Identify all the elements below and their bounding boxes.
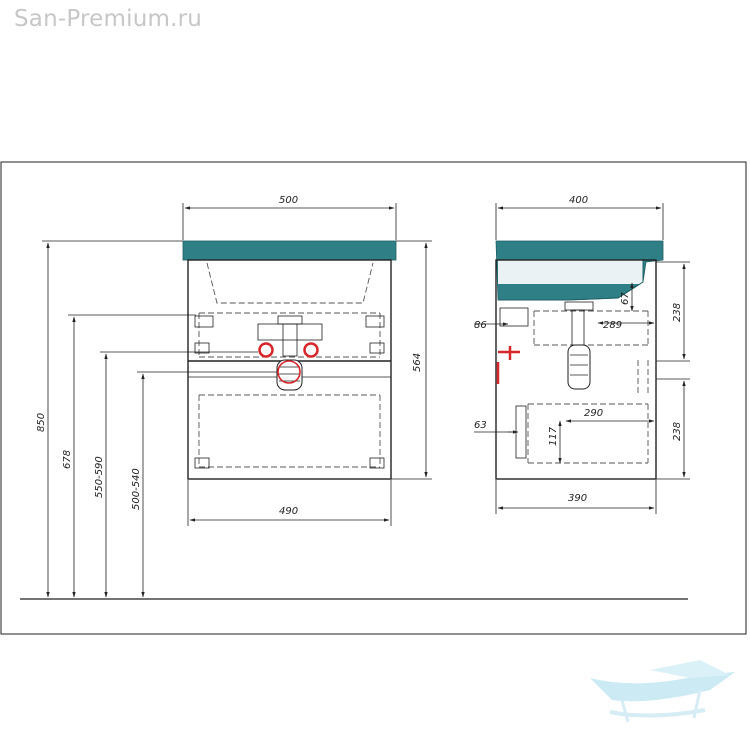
dim-side-67: 67 [620, 292, 631, 305]
dim-side-238-top: 238 [672, 303, 683, 322]
front-view: 500 490 564 850 678 550-590 500-540 [36, 195, 432, 598]
dim-side-63: 63 [474, 420, 487, 431]
dim-side-290: 290 [584, 408, 603, 419]
front-valve-left [258, 342, 274, 358]
dim-height-total: 850 [36, 413, 47, 432]
dim-side-86: 86 [474, 320, 487, 331]
dim-height-500-540: 500-540 [131, 468, 142, 510]
dim-side-depth-top: 400 [569, 195, 588, 206]
front-cabinet-body [187, 259, 392, 480]
dim-height-550-590: 550-590 [94, 456, 105, 498]
front-trap [276, 359, 303, 391]
dim-side-289: 289 [603, 320, 622, 331]
brand-logo [590, 660, 735, 723]
dim-side-238-bottom: 238 [672, 422, 683, 441]
dim-cabinet-height: 564 [412, 353, 423, 372]
dim-front-width-bottom: 490 [279, 506, 298, 517]
side-cabinet-body [495, 259, 657, 480]
side-valve [496, 346, 520, 384]
front-valve-right [303, 342, 319, 358]
dim-side-117: 117 [548, 426, 559, 446]
dim-side-depth-bottom: 390 [568, 493, 587, 504]
side-trap [567, 344, 591, 390]
front-basin [182, 240, 397, 261]
drawing-frame [0, 161, 747, 635]
side-view: 400 390 238 238 67 289 86 290 117 [474, 195, 690, 514]
dim-front-width-top: 500 [279, 195, 298, 206]
site-watermark: San-Premium.ru [14, 6, 203, 32]
dim-height-678: 678 [62, 450, 73, 469]
